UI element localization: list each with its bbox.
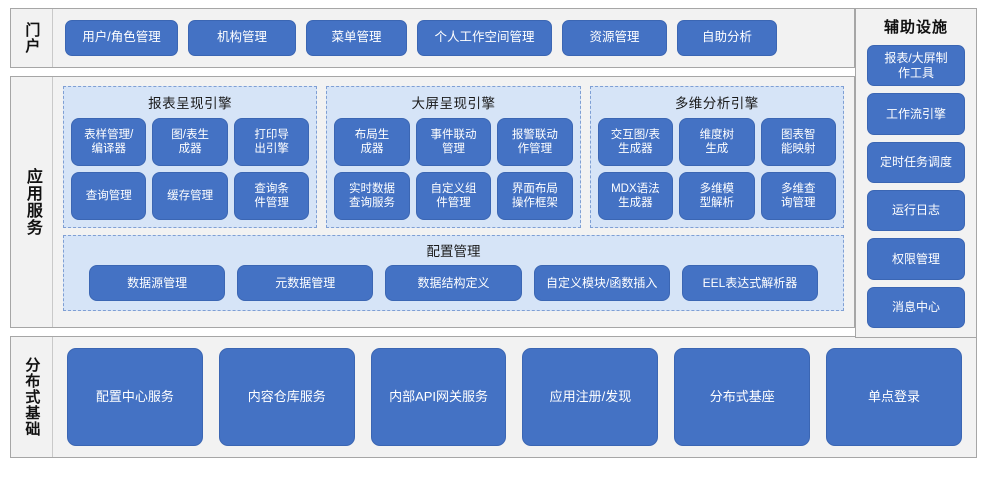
application-services-section-label: 应用服务: [11, 77, 53, 327]
config-item-eel-expression-parser[interactable]: EEL表达式解析器: [681, 265, 819, 301]
engine-items-large-screen-rendering: 布局生 成器 事件联动 管理 报警联动 作管理 实时数据 查询服务 自定义组 件…: [334, 118, 573, 220]
aux-item-message-center[interactable]: 消息中心: [867, 286, 965, 328]
distributed-item-config-center-service[interactable]: 配置中心服务: [67, 348, 203, 446]
engine-item-realtime-data-query-service[interactable]: 实时数据 查询服务: [334, 172, 410, 220]
engine-item-chart-table-generator[interactable]: 图/表生 成器: [152, 118, 228, 166]
distributed-foundation-section: 分布式基础 配置中心服务 内容仓库服务 内部API网关服务 应用注册/发现 分布…: [10, 336, 977, 458]
portal-items: 用户/角色管理 机构管理 菜单管理 个人工作空间管理 资源管理 自助分析: [53, 9, 854, 67]
engine-item-event-linkage-management[interactable]: 事件联动 管理: [415, 118, 492, 166]
engine-item-query-management[interactable]: 查询管理: [71, 172, 147, 220]
portal-section: 门户 用户/角色管理 机构管理 菜单管理 个人工作空间管理 资源管理 自助分析: [10, 8, 855, 68]
engine-item-print-export-engine[interactable]: 打印导 出引擎: [233, 118, 310, 166]
distributed-item-single-sign-on[interactable]: 单点登录: [826, 348, 962, 446]
auxiliary-facilities-title: 辅助设施: [883, 19, 948, 36]
application-services-section: 应用服务 报表呈现引擎 表样管理/ 编译器 图/表生 成器 打印导 出引擎 查询…: [10, 76, 855, 328]
engine-item-mdx-syntax-generator[interactable]: MDX语法 生成器: [597, 172, 674, 220]
distributed-foundation-section-label: 分布式基础: [11, 337, 53, 457]
engine-item-custom-component-management[interactable]: 自定义组 件管理: [415, 172, 492, 220]
aux-item-runtime-log[interactable]: 运行日志: [867, 189, 965, 232]
portal-item-self-service-analysis[interactable]: 自助分析: [677, 20, 777, 56]
config-item-data-structure-definition[interactable]: 数据结构定义: [385, 265, 522, 301]
portal-item-personal-workspace-management[interactable]: 个人工作空间管理: [417, 20, 552, 56]
portal-section-label: 门户: [11, 9, 53, 67]
engine-title-report-rendering: 报表呈现引擎: [148, 96, 233, 111]
engine-item-alarm-linkage-action-management[interactable]: 报警联动 作管理: [497, 118, 573, 166]
aux-item-scheduled-task-scheduling[interactable]: 定时任务调度: [867, 141, 965, 183]
config-management-items: 数据源管理 元数据管理 数据结构定义 自定义模块/函数插入 EEL表达式解析器: [73, 265, 834, 301]
engine-item-multidimensional-model-parsing[interactable]: 多维模 型解析: [679, 172, 755, 220]
engine-report-rendering: 报表呈现引擎 表样管理/ 编译器 图/表生 成器 打印导 出引擎 查询管理 缓存…: [63, 86, 318, 228]
engine-item-interactive-chart-table-generator[interactable]: 交互图/表 生成器: [597, 118, 674, 166]
engine-large-screen-rendering: 大屏呈现引擎 布局生 成器 事件联动 管理 报警联动 作管理 实时数据 查询服务…: [326, 86, 581, 228]
distributed-foundation-items: 配置中心服务 内容仓库服务 内部API网关服务 应用注册/发现 分布式基座 单点…: [53, 337, 976, 457]
auxiliary-facilities-items: 报表/大屏制 作工具 工作流引擎 定时任务调度 运行日志 权限管理 消息中心: [867, 45, 965, 328]
aux-item-workflow-engine[interactable]: 工作流引擎: [867, 93, 965, 135]
distributed-item-internal-api-gateway-service[interactable]: 内部API网关服务: [370, 348, 507, 446]
engine-items-report-rendering: 表样管理/ 编译器 图/表生 成器 打印导 出引擎 查询管理 缓存管理 查询条 …: [71, 118, 310, 220]
config-management-title: 配置管理: [426, 244, 481, 259]
portal-item-menu-management[interactable]: 菜单管理: [306, 20, 407, 56]
engine-title-large-screen-rendering: 大屏呈现引擎: [411, 96, 496, 111]
auxiliary-facilities-section: 辅助设施 报表/大屏制 作工具 工作流引擎 定时任务调度 运行日志 权限管理 消…: [855, 8, 977, 338]
config-item-metadata-management[interactable]: 元数据管理: [237, 265, 374, 301]
config-item-custom-module-function-insertion[interactable]: 自定义模块/函数插入: [533, 265, 670, 301]
config-management-panel: 配置管理 数据源管理 元数据管理 数据结构定义 自定义模块/函数插入 EEL表达…: [63, 235, 844, 311]
engine-item-query-condition-management[interactable]: 查询条 件管理: [233, 172, 310, 220]
config-item-datasource-management[interactable]: 数据源管理: [89, 265, 226, 301]
engine-item-cache-management[interactable]: 缓存管理: [152, 172, 228, 220]
distributed-item-content-repository-service[interactable]: 内容仓库服务: [218, 348, 355, 446]
engine-item-chart-smart-mapping[interactable]: 图表智 能映射: [760, 118, 836, 166]
engine-item-multidimensional-query-management[interactable]: 多维查 询管理: [760, 172, 836, 220]
engine-item-ui-layout-operation-framework[interactable]: 界面布局 操作框架: [497, 172, 573, 220]
engine-row: 报表呈现引擎 表样管理/ 编译器 图/表生 成器 打印导 出引擎 查询管理 缓存…: [63, 86, 844, 228]
engine-multidimensional-analysis: 多维分析引擎 交互图/表 生成器 维度树 生成 图表智 能映射 MDX语法 生成…: [589, 86, 844, 228]
portal-item-resource-management[interactable]: 资源管理: [562, 20, 667, 56]
distributed-item-distributed-base[interactable]: 分布式基座: [674, 348, 811, 446]
portal-item-user-role-management[interactable]: 用户/角色管理: [65, 20, 178, 56]
engine-item-layout-generator[interactable]: 布局生 成器: [334, 118, 410, 166]
aux-item-report-large-screen-authoring-tool[interactable]: 报表/大屏制 作工具: [867, 45, 965, 87]
application-services-body: 报表呈现引擎 表样管理/ 编译器 图/表生 成器 打印导 出引擎 查询管理 缓存…: [53, 77, 854, 327]
engine-item-template-management-compiler[interactable]: 表样管理/ 编译器: [71, 118, 147, 166]
engine-title-multidimensional-analysis: 多维分析引擎: [674, 96, 759, 111]
engine-items-multidimensional-analysis: 交互图/表 生成器 维度树 生成 图表智 能映射 MDX语法 生成器 多维模 型…: [597, 118, 836, 220]
engine-item-dimension-tree-generation[interactable]: 维度树 生成: [679, 118, 755, 166]
portal-item-org-management[interactable]: 机构管理: [188, 20, 296, 56]
distributed-item-app-registry-discovery[interactable]: 应用注册/发现: [522, 348, 659, 446]
aux-item-permission-management[interactable]: 权限管理: [867, 238, 965, 280]
